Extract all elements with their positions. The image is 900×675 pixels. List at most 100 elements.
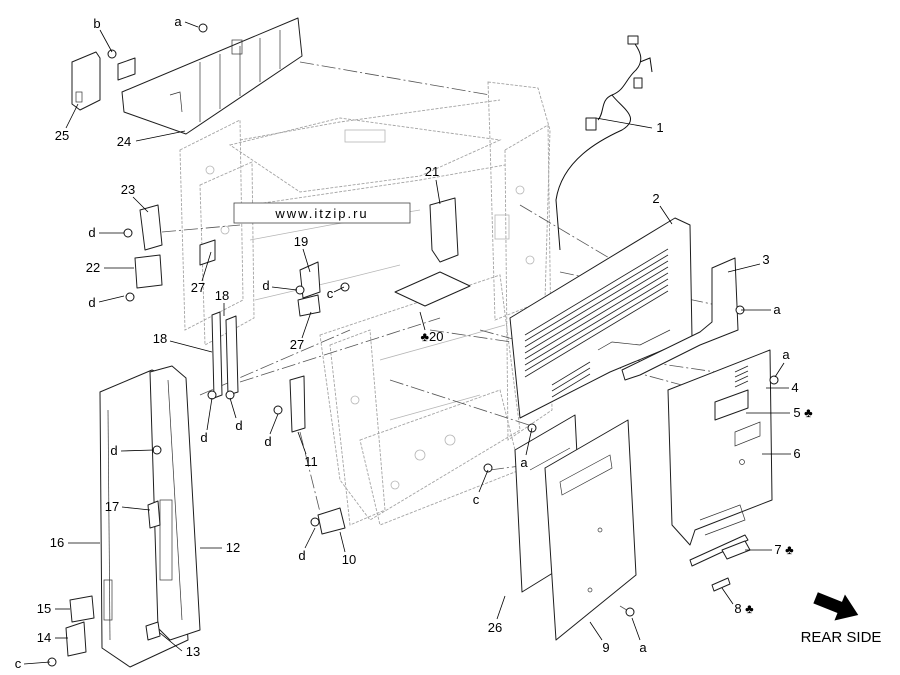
part-10	[317, 507, 346, 535]
part-8	[711, 577, 731, 592]
callout-label: c	[15, 656, 22, 671]
screws	[47, 23, 779, 667]
leader-line	[159, 632, 183, 652]
leader-line	[269, 413, 279, 435]
callout-label: 6	[793, 446, 800, 461]
leader-line	[333, 286, 345, 293]
leader-line	[659, 205, 673, 225]
callout-label: 7 ♣	[774, 542, 794, 557]
leader-line	[65, 103, 79, 129]
callout-label: 21	[425, 164, 439, 179]
bracket-21	[429, 197, 459, 263]
leader-line	[478, 469, 489, 493]
leader-line	[419, 311, 426, 331]
callout-label: ♣20	[421, 329, 444, 344]
main-frame	[179, 81, 553, 526]
callout-label: 4	[791, 380, 798, 395]
callout-label: a	[782, 347, 790, 362]
callout-label: 23	[121, 182, 135, 197]
leader-line	[135, 130, 186, 142]
screw-icon	[152, 445, 162, 455]
leader-line	[496, 595, 506, 620]
leader-line	[525, 427, 533, 456]
callout-label: 18	[215, 288, 229, 303]
bracket-20	[394, 271, 471, 307]
callout-label: c	[473, 492, 480, 507]
callout-label: d	[298, 548, 305, 563]
callout-label: 25	[55, 128, 69, 143]
leader-line	[721, 587, 734, 605]
callout-label: d	[262, 278, 269, 293]
arrow-down-right-icon	[813, 592, 859, 621]
leader-line	[184, 21, 199, 28]
wire-harness-1	[555, 35, 653, 251]
leader-line	[339, 531, 346, 553]
leader-line	[229, 397, 237, 419]
label-plate-5	[714, 389, 749, 421]
callout-label: a	[639, 640, 647, 655]
leader-line	[631, 617, 641, 641]
panel-9	[544, 419, 637, 641]
callout-label: 24	[117, 134, 131, 149]
leader-line	[301, 311, 312, 339]
callout-label: d	[264, 434, 271, 449]
callout-label: 22	[86, 260, 100, 275]
screw-icon	[273, 405, 283, 415]
callout-label: 8 ♣	[734, 601, 754, 616]
callout-label: b	[93, 16, 100, 31]
bracket-23	[139, 204, 163, 251]
callout-label: d	[88, 295, 95, 310]
callout-label: 15	[37, 601, 51, 616]
callout-label: d	[200, 430, 207, 445]
screw-icon	[295, 285, 305, 295]
screw-icon	[625, 607, 635, 617]
leader-line	[304, 527, 316, 549]
leader-line	[727, 263, 761, 273]
rear-side-label: REAR SIDE	[801, 629, 882, 646]
callout-label: 1	[656, 120, 663, 135]
callout-label: 2	[652, 191, 659, 206]
leader-lines	[23, 21, 791, 665]
leader-line	[99, 29, 113, 53]
bracket-22	[134, 254, 163, 289]
leader-line	[201, 251, 212, 282]
leader-line	[435, 179, 441, 205]
callout-label: 10	[342, 552, 356, 567]
callout-label: 5 ♣	[793, 405, 813, 420]
screw-icon	[225, 390, 235, 400]
rail-18	[211, 311, 239, 399]
callout-label: a	[773, 302, 781, 317]
screw-icon	[340, 282, 350, 292]
leader-line	[132, 196, 149, 213]
leader-line	[206, 397, 213, 431]
bracket-11	[289, 375, 306, 433]
callout-label: c	[327, 286, 334, 301]
callout-label: 14	[37, 630, 51, 645]
callout-label: 17	[105, 499, 119, 514]
leader-line	[297, 431, 307, 455]
callout-label: 12	[226, 540, 240, 555]
part-17	[147, 500, 161, 529]
top-panel-24	[121, 17, 303, 135]
screw-icon	[125, 292, 135, 302]
screw-icon	[483, 463, 493, 473]
callout-label: 9	[602, 640, 609, 655]
part-14	[65, 621, 87, 657]
part-27	[199, 239, 321, 317]
callout-label: 27	[290, 337, 304, 352]
part-7	[689, 534, 751, 567]
screw-icon	[123, 228, 133, 238]
screw-icon	[198, 23, 208, 33]
leader-line	[589, 621, 603, 641]
leader-line	[23, 661, 51, 665]
screw-icon	[310, 517, 320, 527]
strip-3	[621, 257, 739, 381]
watermark: www.itzip.ru	[233, 202, 411, 224]
callout-label: 11	[304, 454, 318, 469]
screw-icon	[207, 390, 217, 400]
callout-label: 16	[50, 535, 64, 550]
bracket-25	[71, 51, 136, 111]
leader-line	[774, 362, 785, 378]
